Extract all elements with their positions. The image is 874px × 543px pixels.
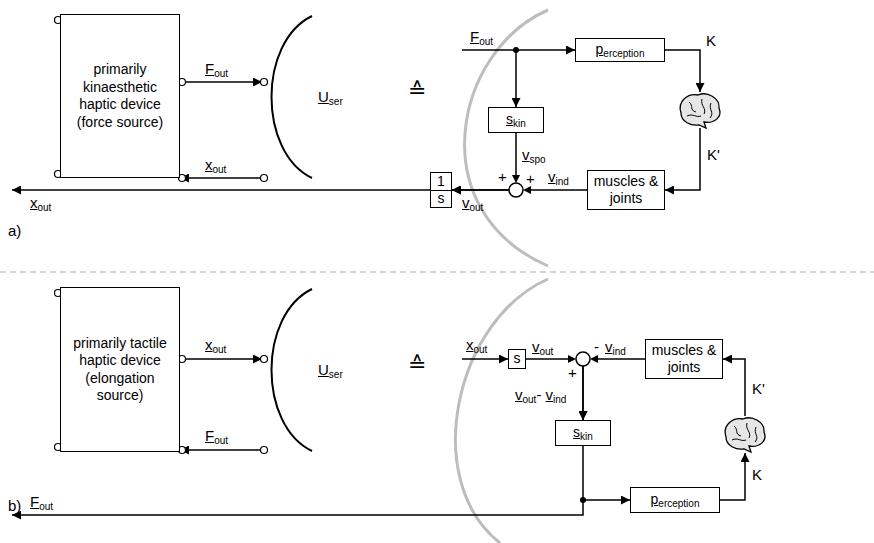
signal-name: vspo [522,146,546,163]
signal-arrow [180,177,262,179]
process-box: perception [575,38,665,62]
signal-arrow [180,449,262,451]
label: + [526,170,535,187]
signal-name: xout [30,194,51,211]
node-text: perception [651,491,700,509]
label: K' [707,146,720,163]
node-text: 1 [431,174,451,189]
label: + [568,364,577,381]
process-box: skin [488,107,544,133]
signal-name: xout [205,156,226,173]
differentiator-box: s [508,349,526,369]
node-text: User [318,88,343,107]
node-text: s [514,350,521,368]
signal-name: vout [462,194,483,211]
label: a) [8,222,21,239]
signal-arrow [583,359,645,420]
node-text: perception [596,41,645,59]
node-text: muscles & joints [592,173,660,208]
label: ≙ [408,352,426,377]
signal-name: Fout [205,60,228,77]
signal-name: Fout [30,493,53,510]
label: ≙ [408,78,426,103]
signal-name: vind [605,338,626,355]
separator [0,271,874,272]
node-text: muscles & joints [650,342,718,377]
integrator-box: 1s [430,172,452,208]
signal-name: xout [466,336,487,353]
user-boundary [465,10,548,266]
process-box: muscles & joints [645,339,723,379]
node-text: primarily kinaesthetic haptic device (fo… [65,61,175,131]
process-box: muscles & joints [587,170,665,210]
signal-name: Fout [470,28,493,45]
signal-name: - [594,338,599,355]
signal-name: xout [205,336,226,353]
signal-name: Fout [205,427,228,444]
user-shape: User [262,14,372,180]
device-box: primarily tactile haptic device (elongat… [60,287,180,452]
label: K [752,466,762,483]
node-text: s [431,190,451,206]
user-outline [262,287,372,453]
node-text: User [318,361,343,380]
label: + [498,168,507,185]
label: K' [752,380,765,397]
process-box: perception [630,487,720,513]
label: b) [8,497,21,514]
node-text: skin [573,424,593,442]
node-text: primarily tactile haptic device (elongat… [65,335,175,405]
signal-arrow [452,133,516,190]
node-text: skin [506,111,526,129]
signal-name: vout [532,338,553,355]
signal-name: vout- vind [515,386,566,403]
signal-lines [12,50,745,515]
brain-icon [680,94,720,128]
device-box: primarily kinaesthetic haptic device (fo… [60,14,180,178]
signal-arrow [180,358,262,360]
signal-arrow [180,81,262,83]
signal-name: vind [548,168,569,185]
process-box: skin [555,420,611,446]
user-shape: User [262,287,372,453]
label: K [706,32,716,49]
user-boundary [455,279,548,543]
signal-arrow [526,359,583,420]
brain-icon [725,418,765,452]
user-outline [262,14,372,180]
signal-arrow [583,446,630,500]
signal-arrow [452,189,587,191]
